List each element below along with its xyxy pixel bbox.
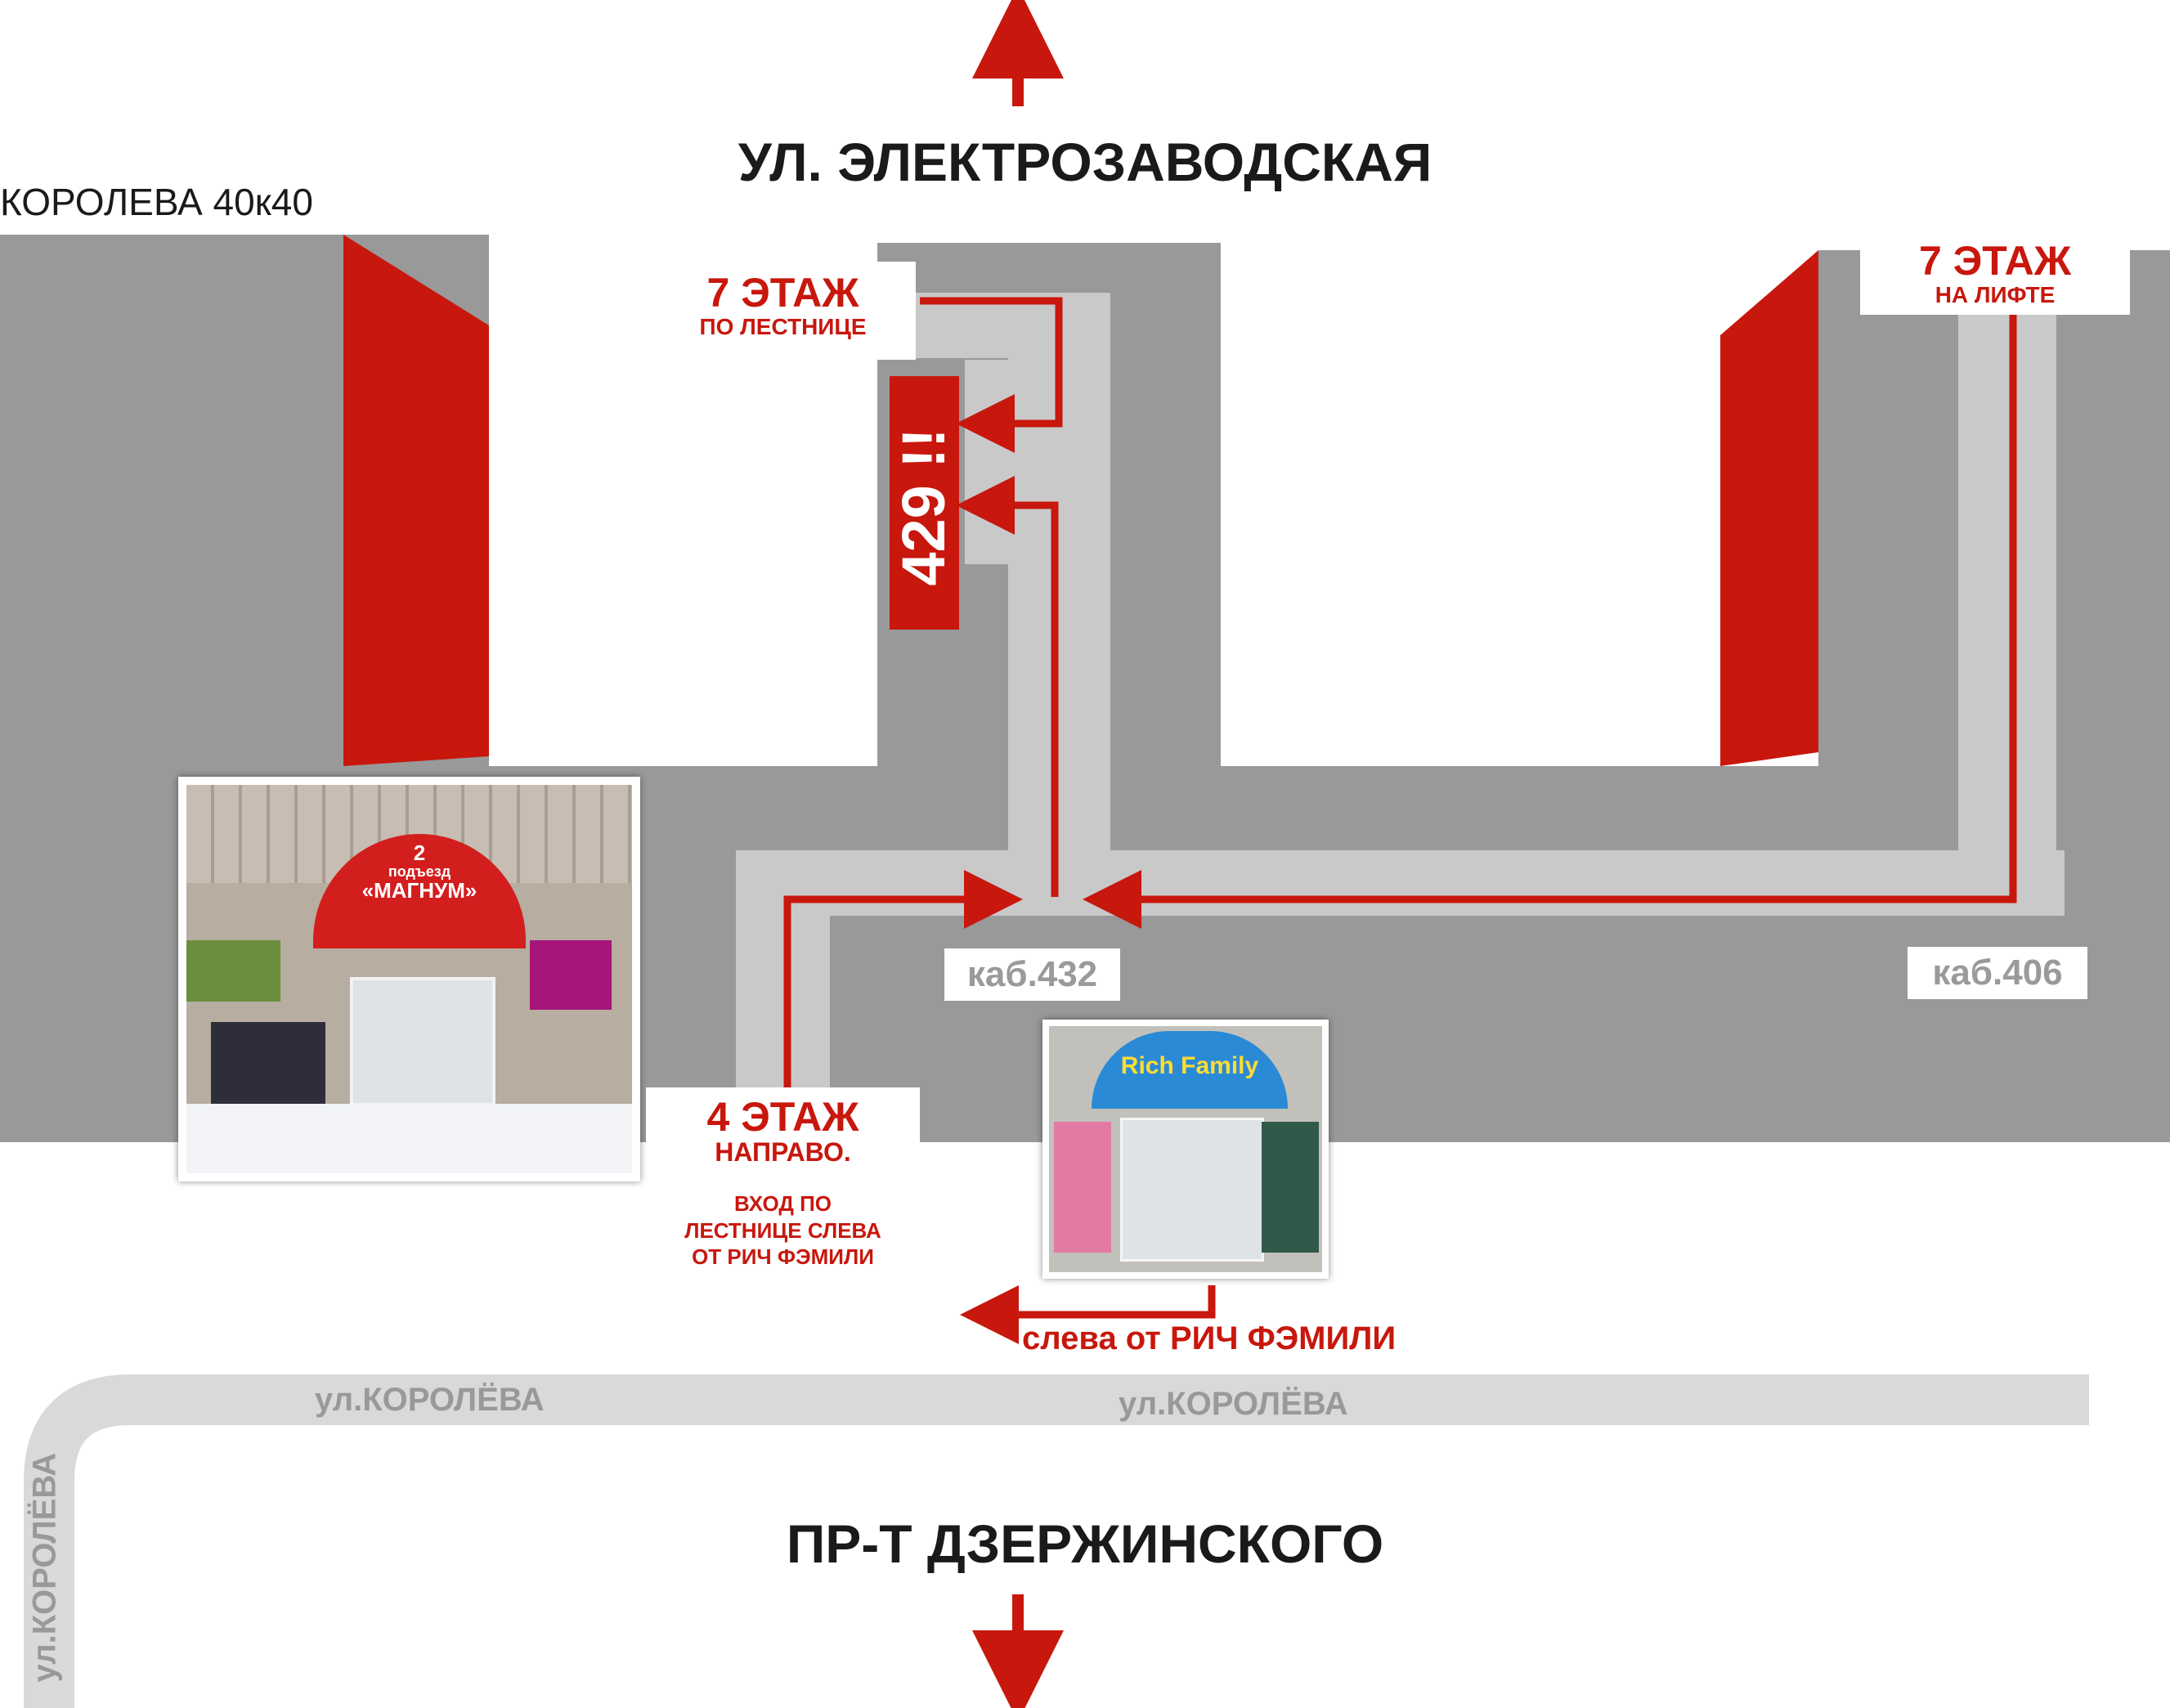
route-main-vertical — [956, 476, 1059, 897]
entrance-sign-name: «МАГНУМ» — [361, 878, 477, 903]
photo-entrance-billboard-dark — [211, 1022, 325, 1112]
label-stairs-sub: ПО ЛЕСТНИЦЕ — [699, 313, 867, 339]
photo-entrance-sign: 2 подъезд «МАГНУМ» — [313, 841, 526, 903]
label-floor4-sub: НАПРАВО. — [715, 1136, 851, 1167]
label-floor4-note: ВХОД ПО ЛЕСТНИЦЕ СЛЕВА ОТ РИЧ ФЭМИЛИ — [684, 1191, 881, 1270]
room-429-block — [890, 376, 959, 630]
label-stairs-floor: 7 ЭТАЖ — [706, 270, 859, 316]
label-stairs: 7 ЭТАЖ ПО ЛЕСТНИЦЕ — [650, 262, 916, 360]
photo-entrance-2: 2 подъезд «МАГНУМ» — [178, 777, 640, 1181]
corridor-right-up — [1958, 311, 2056, 916]
photo-rich-poster-left — [1054, 1122, 1111, 1253]
route-left-of-rich — [960, 1285, 1216, 1344]
entrance-sign-number: 2 — [413, 841, 426, 865]
label-lift: 7 ЭТАЖ НА ЛИФТЕ — [1860, 233, 2130, 315]
corridor-horizontal — [736, 850, 2065, 916]
photo-rich-family: Rich Family — [1042, 1020, 1329, 1279]
street-top: УЛ. ЭЛЕКТРОЗАВОДСКАЯ — [738, 132, 1432, 192]
room-406-label: каб.406 — [1908, 947, 2087, 999]
photo-entrance-snow — [186, 1104, 632, 1173]
photo-rich-door — [1120, 1118, 1264, 1262]
route-stairs — [920, 297, 1063, 453]
road-label-1: ул.КОРОЛЁВА — [315, 1382, 545, 1418]
building-top-notch — [877, 243, 1221, 261]
photo-rich-poster-right — [1262, 1122, 1319, 1253]
entrance-sign-word: подъезд — [388, 863, 451, 881]
label-lift-sub: НА ЛИФТЕ — [1935, 281, 2056, 307]
label-left-of-rich: слева от РИЧ ФЭМИЛИ — [1022, 1320, 1397, 1356]
label-lift-floor: 7 ЭТАЖ — [1919, 238, 2071, 284]
route-lift — [1083, 294, 2017, 929]
photo-entrance-billboard-left — [186, 940, 280, 1002]
room-429-label: 429 !! — [890, 428, 957, 586]
building-address: КОРОЛЕВА 40к40 — [0, 181, 313, 223]
corridor-left-down — [736, 850, 830, 1112]
room-432-label: каб.432 — [944, 948, 1120, 1001]
road-label-2: ул.КОРОЛЁВА — [1119, 1386, 1348, 1422]
photo-entrance-billboard-pink — [530, 940, 612, 1010]
street-bottom: ПР-Т ДЗЕРЖИНСКОГО — [786, 1513, 1384, 1574]
label-floor4-title: 4 ЭТАЖ — [706, 1094, 859, 1140]
label-floor4: 4 ЭТАЖ НАПРАВО. ВХОД ПО ЛЕСТНИЦЕ СЛЕВА О… — [646, 1087, 920, 1316]
route-left-entry — [783, 870, 1023, 1096]
photo-rich-sign: Rich Family — [1120, 1052, 1259, 1079]
photo-entrance-door — [350, 977, 495, 1106]
